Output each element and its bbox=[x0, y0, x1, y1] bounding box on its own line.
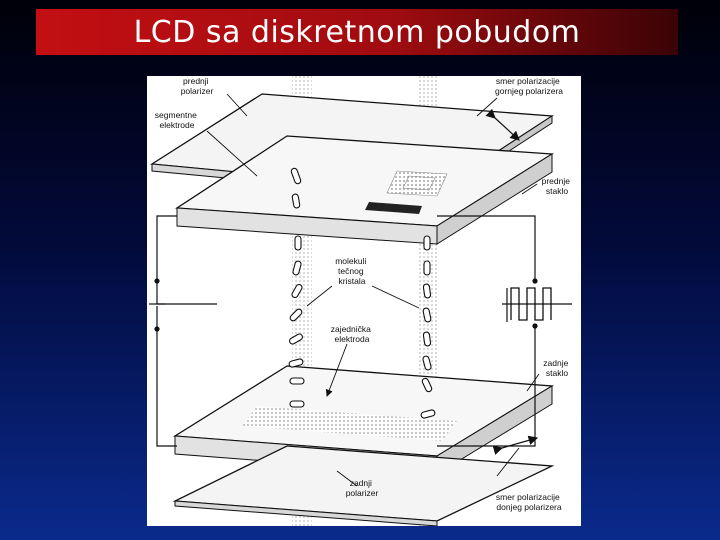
slide-title: LCD sa diskretnom pobudom bbox=[134, 15, 581, 50]
label-front-glass: prednje staklo bbox=[542, 176, 573, 196]
title-bar: LCD sa diskretnom pobudom bbox=[36, 9, 678, 55]
label-lc-molecules: molekuli tečnog kristala bbox=[335, 256, 369, 286]
label-segment-electrodes: segmentne elektrode bbox=[155, 110, 199, 130]
segment-electrode-pattern bbox=[387, 171, 447, 196]
label-bottom-polarization: smer polarizacije donjeg polarizera bbox=[496, 492, 562, 512]
label-back-glass: zadnje staklo bbox=[543, 358, 570, 378]
label-common-electrode: zajednička elektroda bbox=[331, 324, 374, 344]
label-back-polarizer: zadnji polarizer bbox=[346, 478, 379, 498]
label-top-polarization: smer polarizacije gornjeg polarizera bbox=[495, 76, 563, 96]
label-front-polarizer: prednji polarizer bbox=[181, 76, 214, 96]
lcd-diagram: prednji polarizer segmentne elektrode sm… bbox=[147, 76, 581, 526]
left-wiring bbox=[149, 216, 217, 446]
lcd-diagram-svg: prednji polarizer segmentne elektrode sm… bbox=[147, 76, 581, 526]
